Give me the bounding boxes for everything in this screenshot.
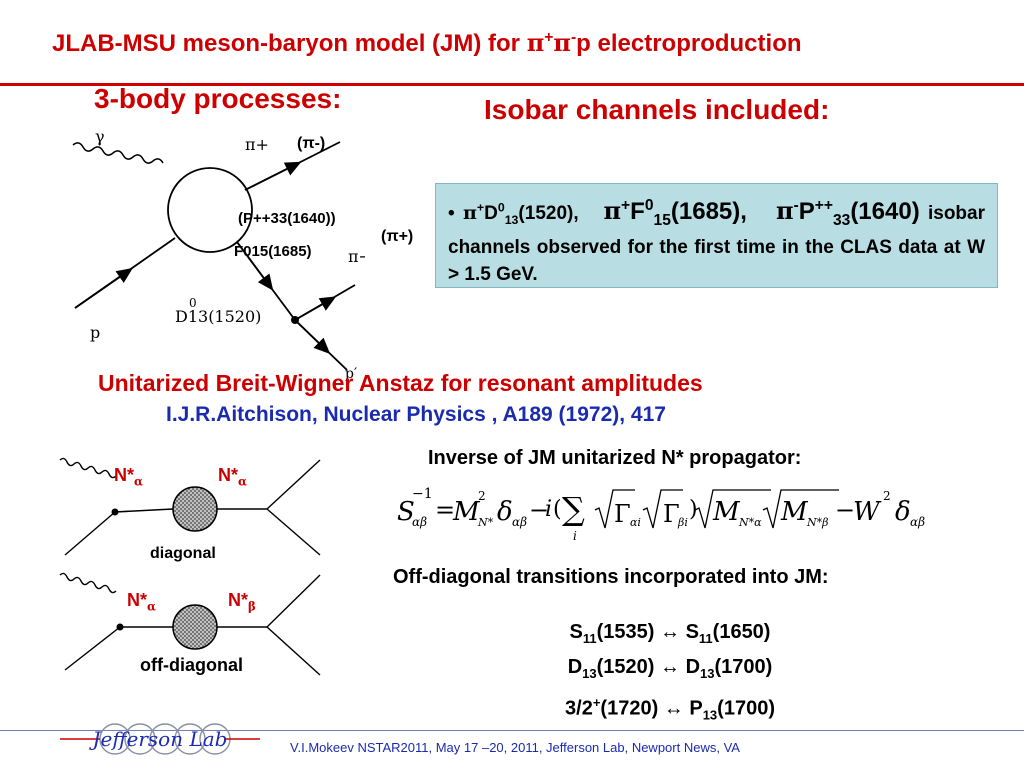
svg-text:−: −: [529, 496, 549, 524]
svg-text:N*α: N*α: [738, 516, 762, 529]
svg-text:Γ: Γ: [614, 500, 631, 528]
three-body-heading: 3-body processes:: [94, 83, 342, 114]
p-prime-label: p′: [345, 366, 357, 382]
transition-row: 3/2+(1720) ↔ P13(1700): [565, 695, 775, 723]
svg-text:M: M: [780, 497, 809, 527]
slide-title: JLAB-MSU meson-baryon model (JM) for π+π…: [52, 28, 802, 57]
svg-text:M: M: [452, 497, 481, 527]
svg-text:S: S: [397, 497, 415, 527]
svg-text:αi: αi: [630, 516, 641, 529]
svg-text:−: −: [835, 496, 855, 524]
svg-text:Jefferson Lab: Jefferson Lab: [89, 727, 228, 751]
three-body-diagram: γ π+ π− p 0 D13(1520) p′: [72, 127, 365, 382]
isobar-heading: Isobar channels included:: [484, 94, 830, 125]
propagator-formula: S −1 αβ = M 2 N* δ αβ − i ( ∑ i Γ αi Γ β…: [397, 486, 925, 542]
pi-minus-paren: (π-): [297, 135, 326, 152]
d13-sup-label: 0: [189, 296, 197, 310]
footer-rule: [0, 730, 1024, 731]
f015-label: F015(1685): [234, 243, 312, 260]
diagonal-diagram: [59, 457, 321, 556]
svg-text:(: (: [553, 497, 562, 522]
p33-label: (P++33(1640)): [238, 210, 336, 227]
pi-plus-label: π+: [245, 135, 269, 154]
d13-label: D13(1520): [175, 307, 261, 326]
svg-text:i: i: [545, 497, 552, 522]
svg-text:βi: βi: [677, 516, 688, 529]
isobar-info-box: • π+D013(1520), π+F015(1685), π-P++33(16…: [435, 183, 998, 288]
diag-n-alpha-left: N*α: [114, 465, 144, 489]
svg-text:Γ: Γ: [663, 500, 680, 528]
svg-text:2: 2: [478, 489, 486, 503]
svg-text:M: M: [712, 497, 741, 527]
svg-text:=: =: [435, 496, 455, 524]
transition-row: S11(1535) ↔ S11(1650): [569, 621, 771, 646]
decay-vertex: [291, 316, 299, 324]
svg-text:δ: δ: [497, 497, 513, 527]
svg-text:∑: ∑: [562, 490, 585, 528]
unitarized-heading: Unitarized Breit-Wigner Anstaz for reson…: [98, 370, 703, 396]
svg-text:W: W: [853, 497, 882, 527]
proton-label: p: [90, 323, 100, 342]
offdiag-n-alpha: N*α: [127, 590, 157, 614]
off-diagonal-diagram: [59, 572, 321, 676]
svg-text:N*: N*: [477, 516, 494, 529]
inverse-propagator-heading: Inverse of JM unitarized N* propagator:: [428, 447, 802, 469]
svg-text:2: 2: [883, 489, 891, 503]
off-diagonal-label: off-diagonal: [140, 655, 243, 675]
svg-text:−1: −1: [412, 486, 433, 502]
reference-text: I.J.R.Aitchison, Nuclear Physics , A189 …: [166, 403, 666, 426]
pi-minus-label: π−: [348, 247, 365, 266]
transition-list: S11(1535) ↔ S11(1650) D13(1520) ↔ D13(17…: [500, 618, 840, 730]
gamma-label: γ: [95, 127, 105, 146]
svg-text:i: i: [573, 529, 577, 542]
jefferson-lab-logo: Jefferson Lab: [60, 723, 260, 755]
transition-row: D13(1520) ↔ D13(1700): [567, 656, 773, 681]
vertex-blob: [167, 167, 253, 253]
svg-text:αβ: αβ: [512, 515, 527, 529]
svg-text:N*β: N*β: [806, 516, 828, 529]
svg-text:): ): [689, 497, 698, 522]
svg-text:αβ: αβ: [910, 515, 925, 529]
diag-n-alpha-right: N*α: [218, 465, 248, 489]
off-diagonal-heading: Off-diagonal transitions incorporated in…: [393, 566, 829, 588]
title-rule: [0, 83, 1024, 86]
footer-text: V.I.Mokeev NSTAR2011, May 17 –20, 2011, …: [290, 740, 740, 755]
pi-plus-paren: (π+): [381, 228, 414, 245]
diagonal-label: diagonal: [150, 545, 216, 562]
svg-text:αβ: αβ: [412, 515, 427, 529]
svg-text:δ: δ: [895, 497, 911, 527]
photon-line: [72, 142, 164, 164]
offdiag-n-beta: N*β: [228, 590, 256, 614]
